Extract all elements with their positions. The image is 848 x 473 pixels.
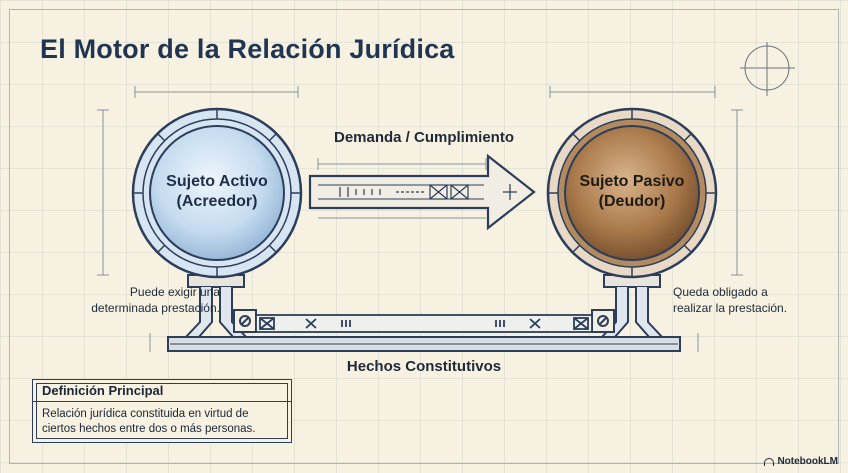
active-subject-role: (Acreedor) <box>176 193 258 210</box>
connecting-beam <box>255 314 593 333</box>
active-subject-note-line1: Puede exigir una <box>129 285 220 299</box>
arrow-label: Demanda / Cumplimiento <box>333 129 515 146</box>
active-subject-disc <box>131 107 303 279</box>
active-subject-note: Puede exigir una determinada prestación. <box>64 284 220 316</box>
passive-subject-note-line1: Queda obligado a <box>673 285 768 299</box>
notebooklm-icon <box>764 457 775 466</box>
demand-arrow <box>308 153 536 231</box>
definition-heading: Definición Principal <box>33 380 291 402</box>
definition-line1: Relación jurídica constituida en virtud … <box>42 408 249 420</box>
base-label: Hechos Constitutivos <box>346 358 502 375</box>
passive-subject-note: Queda obligado a realizar la prestación. <box>673 284 823 316</box>
page-title: El Motor de la Relación Jurídica <box>40 34 455 64</box>
passive-subject-note-line2: realizar la prestación. <box>673 301 788 315</box>
blueprint-frame <box>9 9 839 464</box>
crosshair-icon <box>740 42 795 96</box>
base-plate <box>167 336 681 352</box>
active-subject-support <box>182 274 257 339</box>
brand-name: NotebookLM <box>777 456 838 467</box>
active-subject-label: Sujeto Activo (Acreedor) <box>147 172 287 212</box>
active-subject-name: Sujeto Activo <box>166 173 268 190</box>
definition-body: Relación jurídica constituida en virtud … <box>42 407 287 437</box>
dimension-lines <box>97 86 743 352</box>
passive-subject-role: (Deudor) <box>598 193 666 210</box>
passive-subject-disc <box>546 107 718 279</box>
definition-box: Definición Principal Relación jurídica c… <box>32 379 292 443</box>
active-subject-note-line2: determinada prestación. <box>91 301 220 315</box>
passive-subject-label: Sujeto Pasivo (Deudor) <box>562 172 702 212</box>
definition-line2: ciertos hechos entre dos o más personas. <box>42 423 256 435</box>
passive-subject-support <box>591 274 666 339</box>
passive-subject-name: Sujeto Pasivo <box>579 173 685 190</box>
brand-badge: NotebookLM <box>764 456 838 467</box>
